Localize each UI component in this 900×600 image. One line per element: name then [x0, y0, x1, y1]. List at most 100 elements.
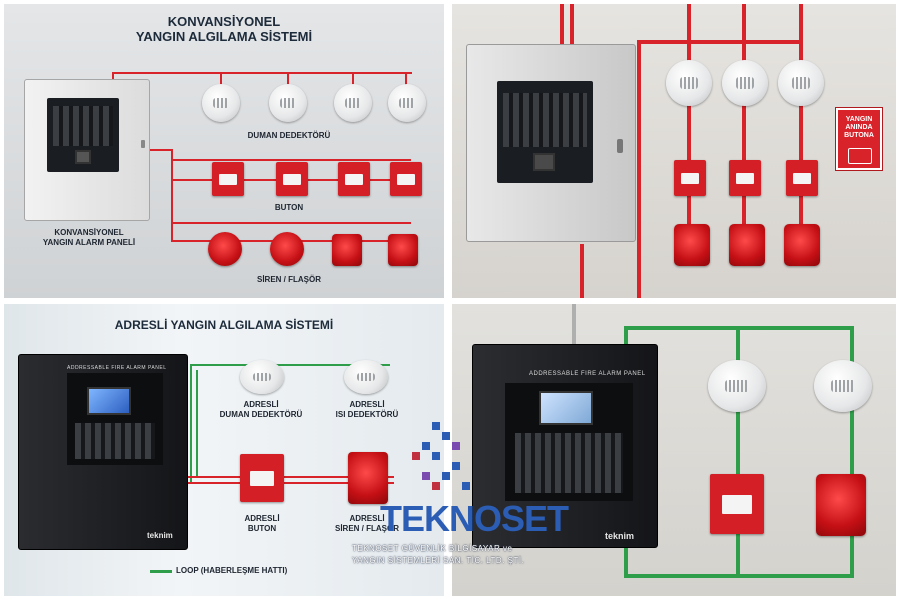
conventional-title-line2: YANGIN ALGILAMA SİSTEMİ — [135, 29, 313, 44]
panel-front — [47, 98, 119, 172]
manual-call-point-icon — [212, 162, 244, 196]
smoke-detector-icon — [269, 84, 307, 122]
loop-wire-red — [184, 476, 394, 478]
addressable-siren-label: ADRESLİ SİREN / FLAŞÖR — [322, 514, 412, 534]
brand-label: teknim — [147, 531, 173, 540]
fire-button-sign: YANGIN ANINDA BUTONA — [836, 108, 882, 170]
hand-press-icon — [848, 148, 872, 164]
flasher-icon — [332, 234, 362, 266]
conduit — [742, 4, 746, 244]
manual-call-point-icon — [390, 162, 422, 196]
conduit — [572, 304, 576, 348]
smoke-detector-label: DUMAN DEDEKTÖRÜ — [247, 131, 331, 140]
addressable-cabinet-title: ADDRESSABLE FIRE ALARM PANEL — [529, 371, 646, 377]
heat-label-line2: ISI DEDEKTÖRÜ — [335, 410, 399, 419]
addressable-installation-photo: ADDRESSABLE FIRE ALARM PANEL teknim — [452, 304, 896, 596]
conventional-panel-label: KONVANSİYONEL YANGIN ALARM PANELİ — [34, 228, 144, 248]
sign-line1: YANGIN — [845, 116, 873, 123]
button-label-line1: ADRESLİ — [244, 514, 280, 523]
logo-pixel — [422, 472, 430, 480]
loop-legend-swatch — [150, 570, 172, 573]
panel-label-line2: YANGIN ALARM PANELİ — [42, 238, 136, 247]
conventional-diagram: KONVANSİYONEL YANGIN ALGILAMA SİSTEMİ KO… — [4, 4, 444, 298]
logo-pixel — [442, 432, 450, 440]
siren-icon — [674, 224, 710, 266]
loop-legend-label: LOOP (HABERLEŞME HATTI) — [176, 566, 288, 575]
conduit — [637, 40, 641, 298]
logo-pixel — [432, 422, 440, 430]
wire-mid-stub — [149, 149, 171, 151]
addressable-call-point-icon — [240, 454, 284, 502]
smoke-detector-icon — [778, 60, 824, 106]
addressable-button-label: ADRESLİ BUTON — [222, 514, 302, 534]
conduit — [560, 4, 564, 46]
conventional-installation-photo: YANGIN ANINDA BUTONA — [452, 4, 896, 298]
manual-call-point-icon — [729, 160, 761, 196]
logo-pixel — [422, 442, 430, 450]
conventional-cabinet — [466, 44, 636, 242]
addressable-heat-label: ADRESLİ ISI DEDEKTÖRÜ — [322, 400, 412, 420]
addressable-cabinet-front — [505, 383, 633, 501]
wire-d3 — [352, 72, 354, 88]
loop-wire-red — [184, 482, 394, 484]
smoke-detector-icon — [722, 60, 768, 106]
sign-line3: BUTONA — [844, 132, 874, 139]
addressable-cabinet-lcd — [539, 391, 593, 425]
wire-sirens — [171, 222, 411, 224]
logo-company-line1: TEKNOSET GÜVENLİK BİLGİSAYAR ve — [352, 544, 513, 553]
cabinet-front — [497, 81, 593, 183]
siren-icon — [729, 224, 765, 266]
logo-pixel — [432, 452, 440, 460]
logo-pixel — [452, 462, 460, 470]
manual-call-point-icon — [338, 162, 370, 196]
wire-d1 — [220, 72, 222, 88]
siren-label: SİREN / FLAŞÖR — [256, 275, 321, 284]
wire-riser — [171, 149, 173, 241]
logo-company-line2: YANGIN SİSTEMLERİ SAN. TİC. LTD. ŞTİ. — [352, 556, 525, 565]
loop-wire — [196, 370, 198, 476]
siren-icon — [816, 474, 866, 536]
smoke-label-line2: DUMAN DEDEKTÖRÜ — [219, 410, 303, 419]
siren-icon — [270, 232, 304, 266]
logo-wordmark: TEKNOSET — [380, 498, 569, 539]
addressable-smoke-label: ADRESLİ DUMAN DEDEKTÖRÜ — [216, 400, 306, 420]
logo-pixel — [412, 452, 420, 460]
panel-label-line1: KONVANSİYONEL — [54, 228, 124, 237]
addressable-keypad — [75, 423, 155, 459]
addressable-smoke-detector-icon — [240, 360, 284, 394]
cabinet-indicators — [503, 93, 587, 147]
siren-icon — [208, 232, 242, 266]
teknoset-logo: TEKNOSET TEKNOSET GÜVENLİK BİLGİSAYAR ve… — [340, 420, 580, 580]
addressable-heat-detector-icon — [344, 360, 388, 394]
siren-label-line1: ADRESLİ — [349, 514, 385, 523]
addressable-cabinet: ADDRESSABLE FIRE ALARM PANEL teknim — [472, 344, 658, 548]
wire-d4 — [405, 72, 407, 88]
smoke-label-line1: ADRESLİ — [243, 400, 279, 409]
key-lock-icon — [617, 139, 623, 153]
logo-pixel — [452, 442, 460, 450]
wire-top — [112, 72, 412, 74]
loop-wire — [190, 364, 390, 366]
heat-detector-icon — [814, 360, 872, 412]
addressable-lcd — [87, 387, 131, 415]
sign-line2: ANINDA — [845, 124, 873, 131]
addressable-panel-title: ADDRESSABLE FIRE ALARM PANEL — [67, 365, 167, 371]
manual-call-point-icon — [786, 160, 818, 196]
smoke-detector-icon — [666, 60, 712, 106]
conduit — [799, 4, 803, 244]
conventional-title: KONVANSİYONEL YANGIN ALGILAMA SİSTEMİ — [124, 14, 324, 44]
heat-label-line1: ADRESLİ — [349, 400, 385, 409]
panel-indicators — [53, 106, 113, 146]
loop-wire — [190, 364, 192, 482]
conduit — [637, 40, 803, 44]
addressable-control-panel: ADDRESSABLE FIRE ALARM PANEL teknim — [18, 354, 188, 550]
conduit — [687, 4, 691, 244]
manual-call-point-icon — [276, 162, 308, 196]
conventional-control-panel — [24, 79, 150, 221]
logo-pixel — [432, 482, 440, 490]
manual-call-point-icon — [710, 474, 764, 534]
wire-buttons — [171, 159, 411, 161]
loop-conduit — [736, 326, 740, 576]
conduit — [570, 4, 574, 46]
sign-text: YANGIN ANINDA BUTONA — [838, 116, 880, 140]
